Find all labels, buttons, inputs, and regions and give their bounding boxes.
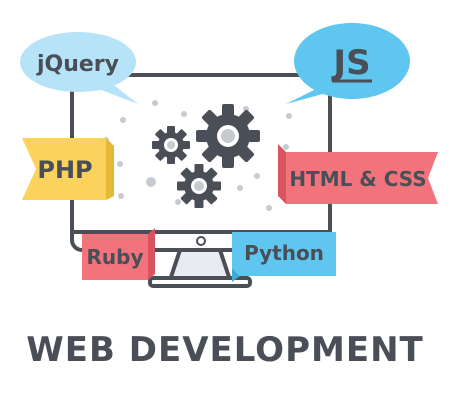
jquery-bubble: jQuery: [20, 32, 138, 104]
page-title: WEB DEVELOPMENT: [26, 330, 424, 370]
monitor-icon: [70, 73, 332, 288]
php-label: PHP: [37, 156, 92, 184]
html-css-ribbon: HTML & CSS: [278, 144, 438, 204]
js-label: JS: [331, 43, 370, 83]
illustration-artwork: jQuery JS PHP HTML & CSS Ruby: [20, 23, 438, 288]
jquery-label: jQuery: [36, 52, 119, 77]
ruby-label: Ruby: [87, 245, 144, 269]
js-bubble: JS: [286, 23, 410, 104]
php-flag: PHP: [22, 138, 114, 200]
python-label: Python: [244, 241, 324, 265]
python-tag: Python: [232, 232, 336, 282]
ruby-flag: Ruby: [82, 228, 155, 280]
html-css-label: HTML & CSS: [289, 167, 426, 191]
gear-icon: [152, 104, 260, 208]
